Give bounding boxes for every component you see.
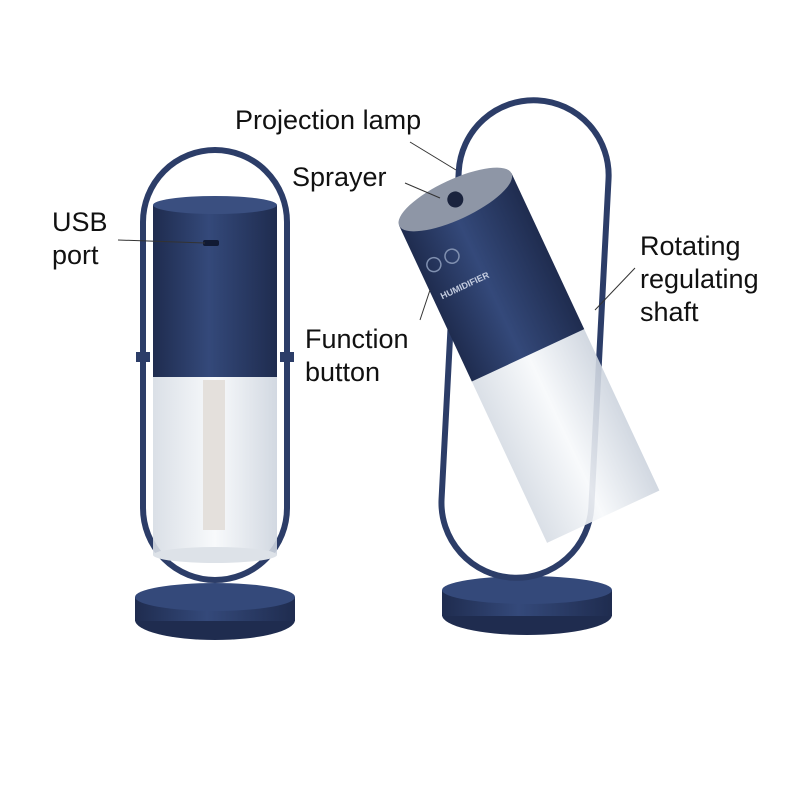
- left-tank-bottom: [153, 547, 277, 563]
- label-rotating-shaft: Rotating regulating shaft: [640, 230, 759, 329]
- right-humidifier: HUMIDIFIER: [398, 97, 660, 635]
- label-projection-lamp: Projection lamp: [235, 105, 422, 135]
- left-body: [153, 205, 277, 377]
- label-usb-port: USB port: [52, 206, 108, 272]
- left-base-top: [135, 583, 295, 611]
- usb-port-slot: [203, 240, 219, 246]
- label-rotating-line2: regulating: [640, 264, 759, 294]
- right-body: [399, 173, 585, 382]
- left-humidifier: [135, 147, 295, 640]
- label-rotating-line3: shaft: [640, 297, 699, 327]
- label-usb-line1: USB: [52, 207, 108, 237]
- function-button-1: [426, 256, 442, 273]
- leader-lines: [117, 141, 636, 321]
- left-wick: [203, 380, 225, 530]
- label-function-button: Function button: [305, 323, 409, 389]
- label-rotating-line1: Rotating: [640, 231, 741, 261]
- left-top: [153, 196, 277, 214]
- label-function-line1: Function: [305, 324, 409, 354]
- label-function-line2: button: [305, 357, 381, 387]
- left-frame: [140, 147, 290, 583]
- function-button-2: [444, 248, 460, 264]
- right-tank: [470, 327, 660, 543]
- label-usb-line2: port: [52, 240, 99, 270]
- label-sprayer: Sprayer: [292, 162, 387, 192]
- sprayer-nozzle: [447, 191, 464, 208]
